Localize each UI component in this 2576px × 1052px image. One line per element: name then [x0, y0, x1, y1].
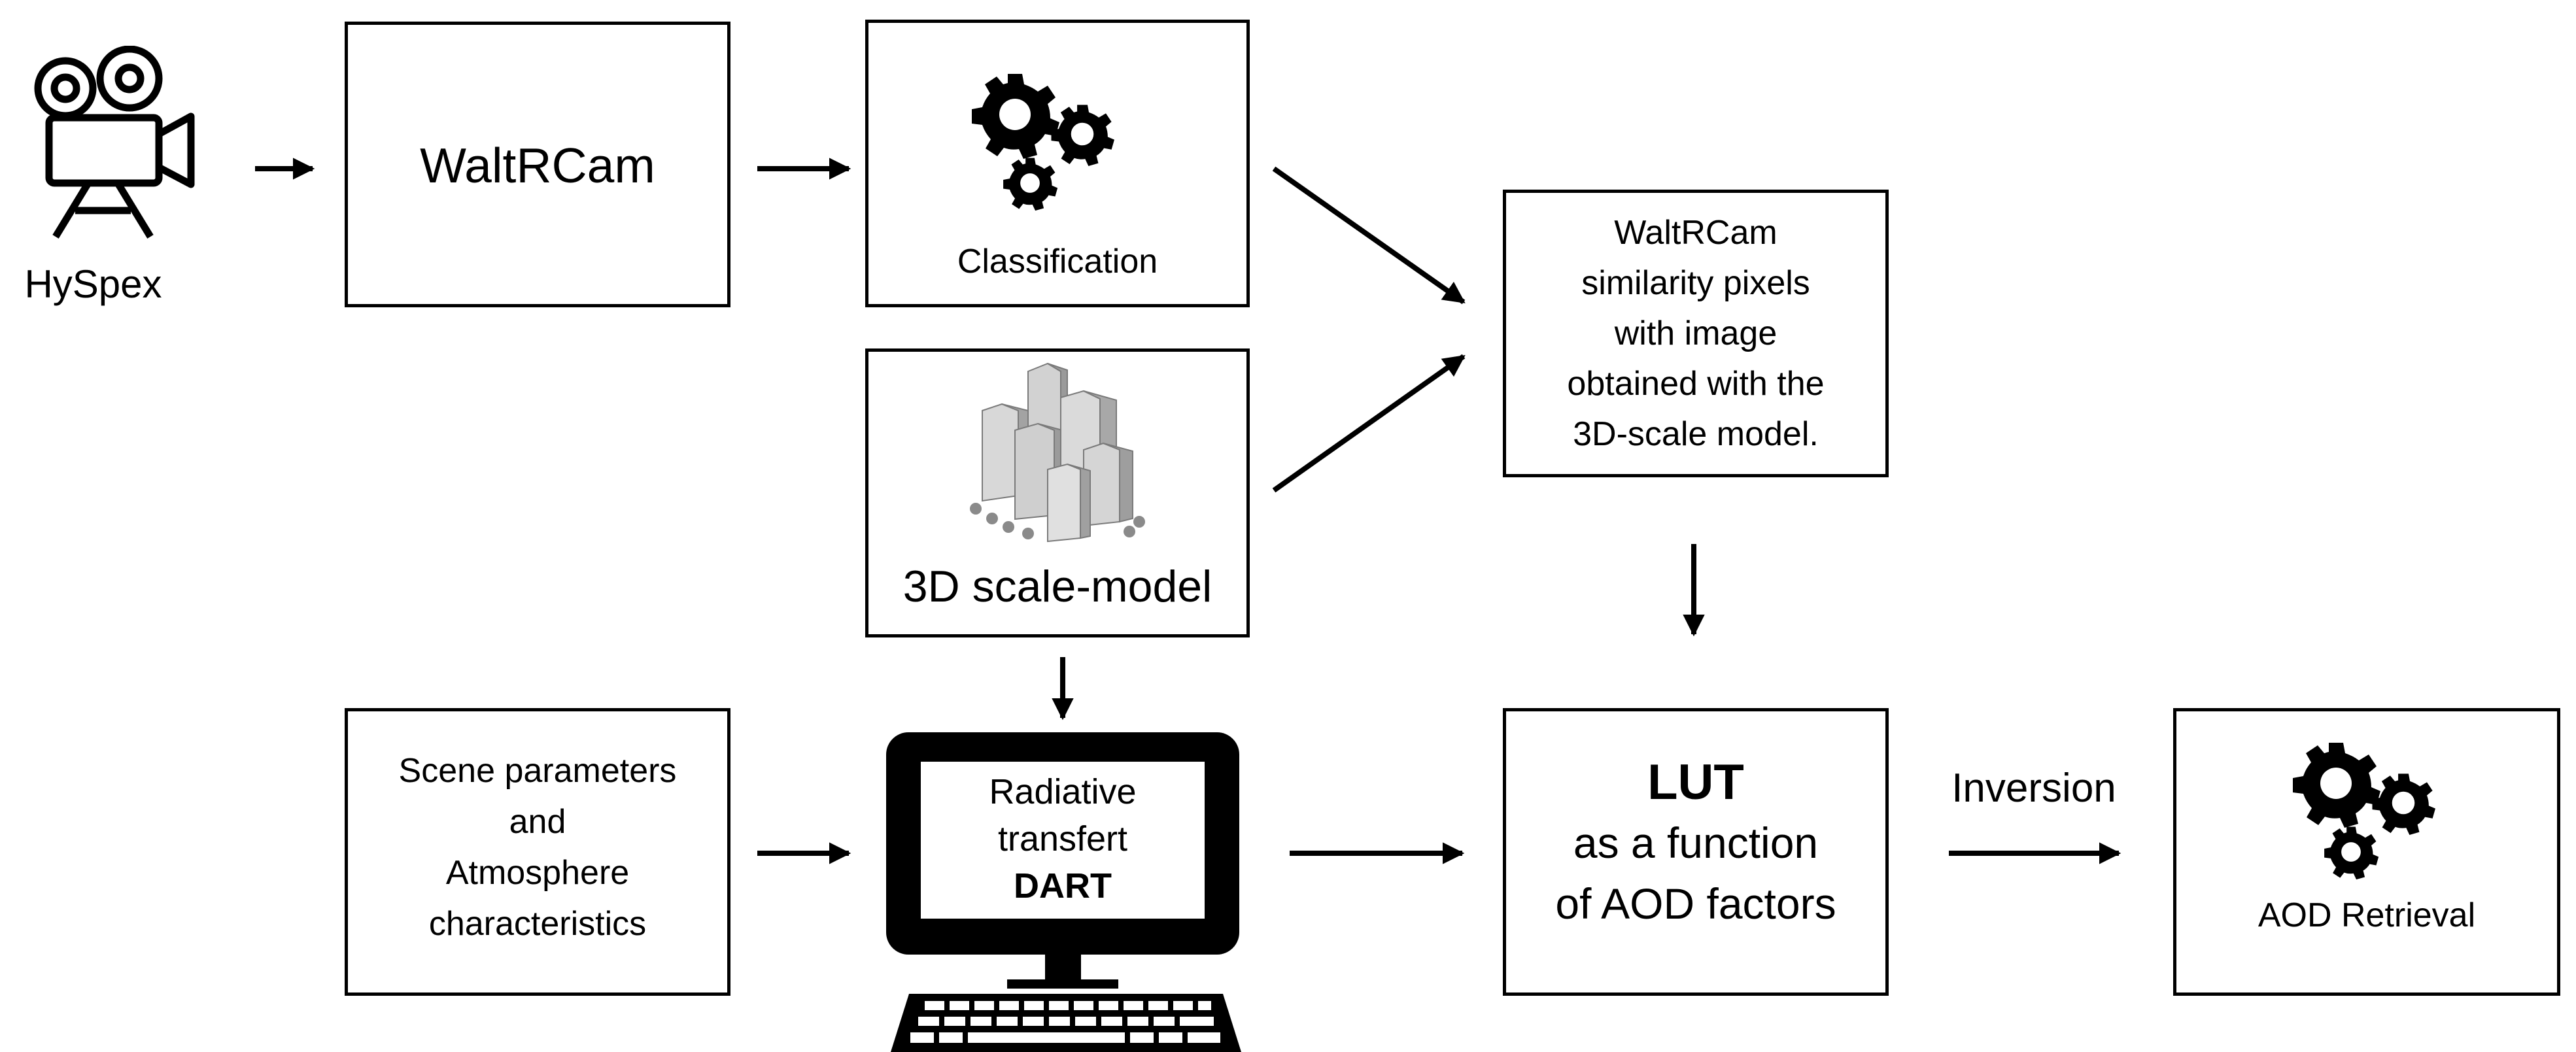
- similarity-line-2: similarity pixels: [1581, 264, 1810, 302]
- dart-line-1: Radiative: [989, 772, 1137, 811]
- similarity-box: [1503, 190, 1889, 477]
- gears-icon: [2293, 743, 2435, 880]
- aod-retrieval-label: AOD Retrieval: [2258, 896, 2476, 934]
- classification-box: [865, 20, 1250, 307]
- waltrcam-label: WaltRCam: [420, 138, 655, 193]
- arrow-classification-to-similarity: [1272, 166, 1466, 305]
- similarity-line-1: WaltRCam: [1614, 214, 1777, 252]
- scene-parameters-box: [345, 708, 730, 996]
- similarity-line-3: with image: [1614, 314, 1777, 352]
- scene-line-2: and: [509, 803, 566, 841]
- dart-text: Radiative transfert DART: [921, 768, 1205, 909]
- scene-parameters-text: Scene parameters and Atmosphere characte…: [345, 745, 730, 949]
- arrow-scale-model-to-similarity: [1272, 354, 1466, 493]
- waltrcam-box: [345, 22, 730, 307]
- scale-model-label: 3D scale-model: [902, 562, 1212, 611]
- similarity-line-5: 3D-scale model.: [1573, 415, 1819, 453]
- classification-label: Classification: [957, 243, 1158, 280]
- dart-line-3: DART: [1014, 866, 1112, 906]
- scene-line-3: Atmosphere: [445, 854, 630, 892]
- scene-line-1: Scene parameters: [398, 752, 677, 790]
- scene-line-4: characteristics: [428, 905, 647, 943]
- city-buildings-icon: [970, 362, 1145, 543]
- computer-monitor-icon: [886, 732, 1241, 1052]
- similarity-line-4: obtained with the: [1567, 365, 1825, 403]
- gears-icon: [972, 74, 1114, 211]
- dart-line-2: transfert: [997, 819, 1128, 858]
- hyspex-label: HySpex: [24, 262, 162, 306]
- lut-line-3: of AOD factors: [1555, 879, 1836, 928]
- lut-title: LUT: [1647, 755, 1744, 810]
- similarity-text: WaltRCam similarity pixels with image ob…: [1503, 208, 1889, 460]
- lut-line-2: as a function: [1573, 819, 1819, 867]
- video-camera-icon: [34, 46, 195, 239]
- lut-text: LUT as a function of AOD factors: [1503, 752, 1889, 934]
- inversion-label: Inversion: [1951, 766, 2116, 811]
- lut-box: [1503, 708, 1889, 996]
